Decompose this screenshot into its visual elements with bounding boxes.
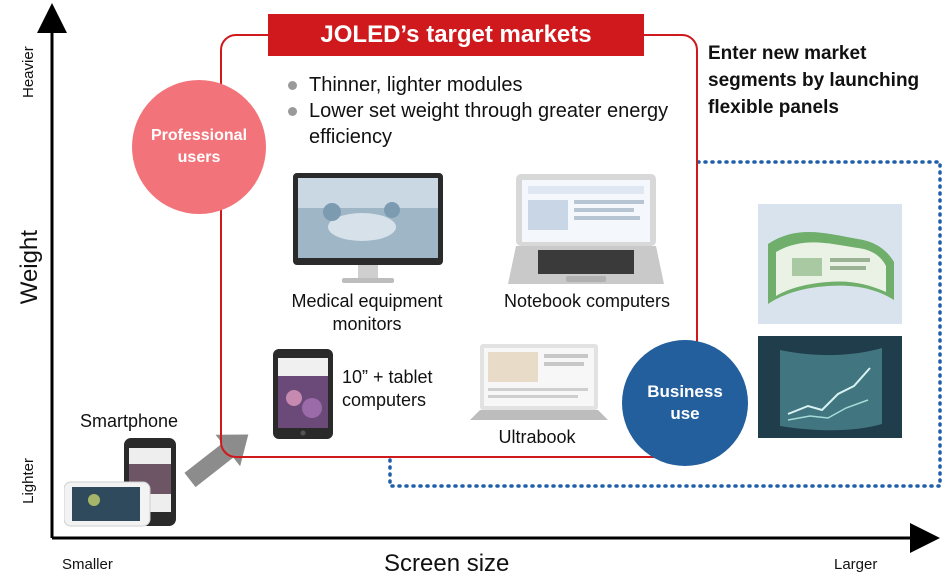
new-market-dotted-outline (388, 160, 942, 488)
smartphone-image (64, 438, 176, 527)
bullet-item: Thinner, lighter modules (288, 72, 688, 98)
bullet-dot-icon (288, 81, 297, 90)
new-market-text: Enter new market segments by launching f… (708, 43, 920, 118)
medical-monitor-image (293, 173, 443, 283)
y-axis-bottom-label: Lighter (20, 458, 37, 504)
x-axis-left-label: Smaller (62, 556, 113, 573)
notebook-computer-image (508, 174, 664, 284)
business-use-circle: Business use (622, 340, 748, 466)
x-axis-title: Screen size (384, 550, 510, 577)
bullet-text: Thinner, lighter modules (309, 74, 523, 96)
tablet-computers-label: 10” + tablet computers (342, 367, 433, 410)
tablet-image (273, 349, 333, 439)
target-bullets: Thinner, lighter modules Lower set weigh… (288, 72, 688, 150)
medical-equipment-label: Medical equipment monitors (291, 291, 443, 334)
bullet-item: Lower set weight through greater energy … (288, 98, 678, 150)
smartphone-label: Smartphone (79, 411, 179, 431)
notebook-computers-label: Notebook computers (503, 291, 671, 311)
y-axis-top-label: Heavier (20, 46, 37, 98)
professional-users-label: Professional users (150, 127, 248, 166)
professional-users-circle: Professional users (132, 80, 266, 214)
bullet-dot-icon (288, 107, 297, 116)
target-markets-title: JOLED’s target markets (268, 14, 644, 56)
business-use-label: Business use (647, 382, 723, 423)
ultrabook-label: Ultrabook (498, 427, 576, 447)
flexible-panel-image-2 (758, 336, 902, 438)
y-axis-title: Weight (16, 230, 43, 305)
x-axis-right-label: Larger (834, 556, 878, 573)
bullet-text: Lower set weight through greater energy … (309, 100, 669, 148)
flexible-panel-image-1 (758, 204, 902, 324)
ultrabook-image (470, 344, 608, 420)
